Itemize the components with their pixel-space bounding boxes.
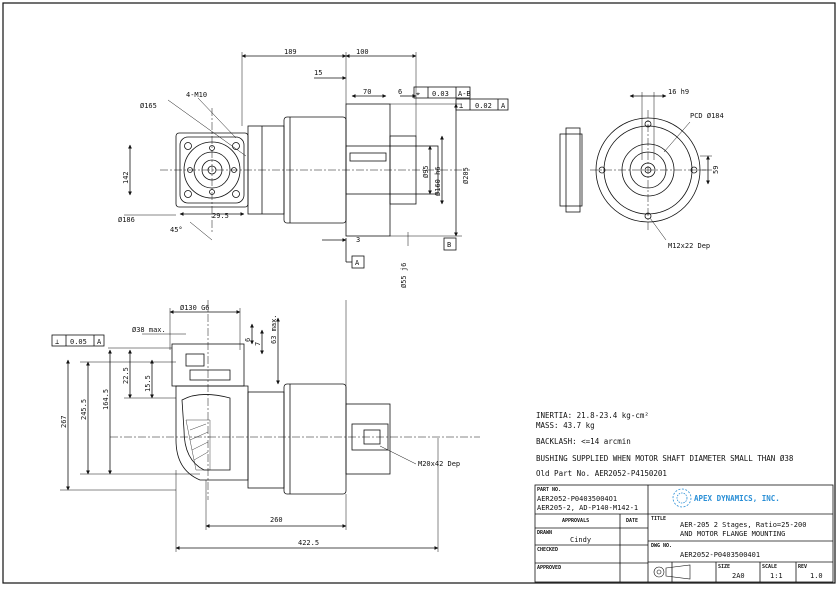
tb-part-no-1: AER2052-P04035004O1 (537, 495, 617, 503)
tb-drawn-label: DRAWN (537, 530, 552, 536)
tb-dwg-no: AER2052-P0403500401 (680, 551, 760, 559)
dim-130: Ø130 G6 (180, 304, 210, 312)
front-view-labels: 189 100 15 70 6 3 4-M10 Ø165 142 Ø186 29… (118, 48, 506, 288)
note-old-part: Old Part No. AER2052-P4150201 (536, 469, 667, 478)
tb-title-label: TITLE (651, 516, 666, 522)
dim-7: 7 (254, 342, 262, 346)
notes: INERTIA: 21.8-23.4 kg-cm² MASS: 43.7 kg … (536, 411, 794, 478)
bottom-view (51, 300, 480, 552)
dim-267: 267 (60, 415, 68, 428)
tb-part-no-label: PART NO. (537, 487, 561, 493)
dim-164-5: 164.5 (102, 389, 110, 410)
tol-perp-bottom-ref: A (97, 338, 102, 346)
tol-position-ref: A-B (458, 90, 471, 98)
tb-dwg-no-label: DWG NO. (651, 543, 672, 549)
dim-205: Ø205 (462, 167, 470, 184)
dim-186: Ø186 (118, 216, 135, 224)
dim-59: 59 (712, 166, 720, 174)
dim-189: 189 (284, 48, 297, 56)
tb-scale: 1:1 (770, 572, 783, 580)
tb-title-1: AER-205 2 Stages, Ratio=25-200 (680, 521, 806, 529)
side-view (559, 92, 712, 241)
dim-4m10: 4-M10 (186, 91, 207, 99)
tol-perp-bottom-value: 0.05 (70, 338, 87, 346)
front-view (124, 52, 509, 269)
dim-m12: M12x22 Dep (668, 242, 710, 250)
dim-3: 3 (356, 236, 360, 244)
dim-63: 63 max. (270, 314, 278, 344)
tb-rev: 1.0 (810, 572, 823, 580)
datum-a: A (355, 259, 360, 267)
dim-keyway: 16 h9 (668, 88, 689, 96)
tb-title-2: AND MOTOR FLANGE MOUNTING (680, 530, 785, 538)
dim-pcd: PCD Ø184 (690, 112, 724, 120)
tb-date-label: DATE (626, 518, 638, 524)
tb-company: APEX DYNAMICS, INC. (694, 494, 780, 503)
dim-245-5: 245.5 (80, 399, 88, 420)
tb-rev-label: REV (798, 564, 807, 570)
datum-b: B (447, 241, 451, 249)
tol-perp-bottom-symbol: ⊥ (55, 338, 59, 346)
dim-45: 45° (170, 226, 183, 234)
dim-165: Ø165 (140, 102, 157, 110)
tb-part-no-2: AER205-2, AD-P140-M142-1 (537, 504, 638, 512)
dim-55: Ø55 j6 (400, 263, 408, 288)
dim-15-5: 15.5 (144, 375, 152, 392)
tb-size-label: SIZE (718, 564, 730, 570)
dim-6-bottom: 6 (244, 338, 252, 342)
dim-38: Ø38 max. (132, 326, 166, 334)
tb-approved-label: APPROVED (537, 565, 561, 571)
dim-15: 15 (314, 69, 322, 77)
dim-100: 100 (356, 48, 369, 56)
note-inertia: INERTIA: 21.8-23.4 kg-cm² (536, 411, 649, 420)
dim-29-5: 29.5 (212, 212, 229, 220)
dim-260: 260 (270, 516, 283, 524)
tol-position-symbol: ⌖ (416, 90, 420, 98)
dim-95: Ø95 (422, 165, 430, 178)
dim-6: 6 (398, 88, 402, 96)
title-block-labels: PART NO. AER2052-P04035004O1 AER205-2, A… (537, 487, 823, 580)
side-view-labels: 16 h9 PCD Ø184 59 M12x22 Dep (668, 88, 724, 250)
dim-160: Ø160 h6 (434, 166, 442, 196)
note-mass: MASS: 43.7 kg (536, 421, 595, 430)
tol-position-value: 0.03 (432, 90, 449, 98)
title-block (534, 484, 834, 583)
dim-422-5: 422.5 (298, 539, 319, 547)
tol-perp-ref: A (501, 102, 506, 110)
dim-142: 142 (122, 171, 130, 184)
note-bushing: BUSHING SUPPLIED WHEN MOTOR SHAFT DIAMET… (536, 454, 794, 463)
bottom-view-labels: Ø130 G6 Ø38 max. 6 7 63 max. 22.5 15.5 1… (55, 304, 460, 547)
note-backlash: BACKLASH: <=14 arcmin (536, 437, 631, 446)
tb-size: 2A0 (732, 572, 745, 580)
tb-drawn-by: Cindy (570, 536, 591, 544)
tb-checked-label: CHECKED (537, 547, 558, 553)
tb-scale-label: SCALE (762, 564, 777, 570)
dim-m20: M20x42 Dep (418, 460, 460, 468)
tol-perp-symbol: ⊥ (459, 102, 463, 110)
tb-approvals-label: APPROVALS (562, 518, 589, 524)
dim-70: 70 (363, 88, 371, 96)
dim-22-5: 22.5 (122, 367, 130, 384)
tol-perp-value: 0.02 (475, 102, 492, 110)
